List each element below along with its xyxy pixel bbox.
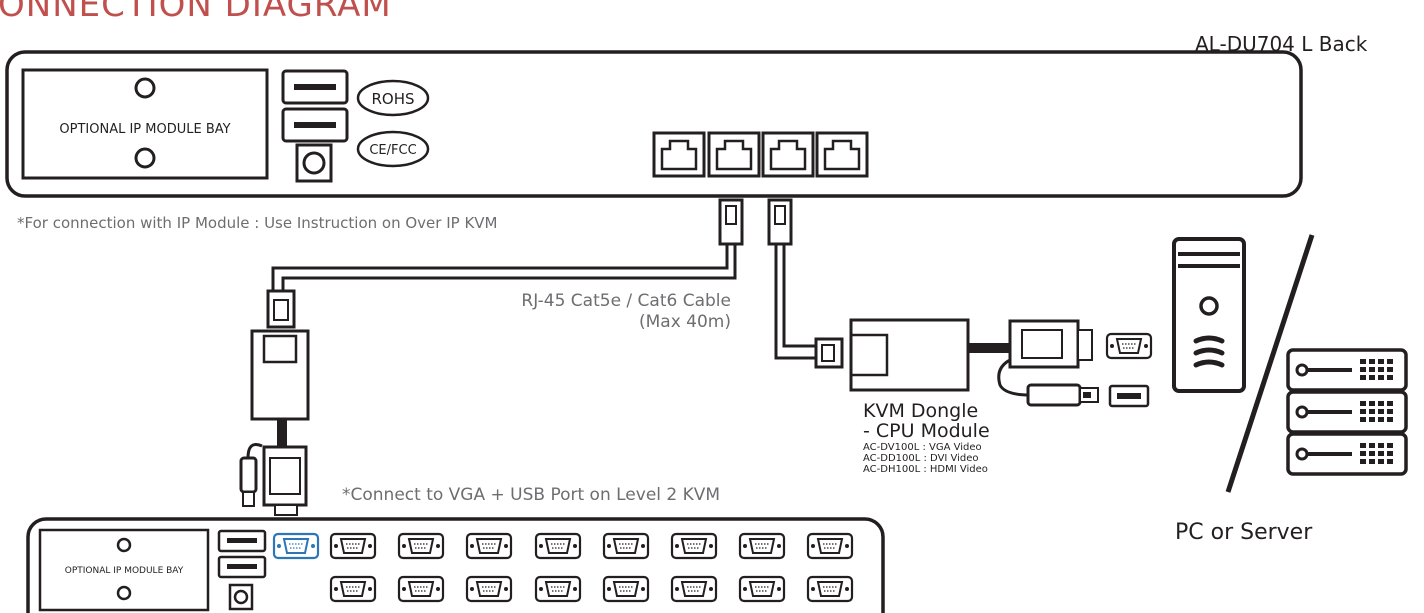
cat-cable-right xyxy=(774,244,816,360)
vga-port xyxy=(806,532,854,560)
vga-port xyxy=(806,575,854,603)
target-vga-port xyxy=(1105,332,1153,360)
vga-port xyxy=(602,575,650,603)
pc-server-label: PC or Server xyxy=(1175,520,1313,545)
bottom-usb-ports xyxy=(217,529,267,579)
rj45-port-3 xyxy=(761,131,815,178)
vga-port xyxy=(397,532,445,560)
vga-port xyxy=(738,575,786,603)
server-unit-1 xyxy=(1286,348,1408,392)
dongle-label-line1: KVM Dongle xyxy=(863,400,978,422)
vga-port-highlighted xyxy=(272,532,320,560)
bottom-kvm-unit: OPTIONAL IP MODULE BAY xyxy=(26,517,885,613)
rj45-plug-right xyxy=(767,198,793,246)
bottom-module-bay: OPTIONAL IP MODULE BAY xyxy=(38,528,210,612)
target-usb-port xyxy=(1108,384,1150,408)
vga-port xyxy=(670,575,718,603)
connect-note: *Connect to VGA + USB Port on Level 2 KV… xyxy=(342,485,720,505)
vga-port xyxy=(465,532,513,560)
rj45-port-1 xyxy=(652,131,706,178)
rj45-port-4 xyxy=(815,131,869,178)
kvm-dongle xyxy=(814,318,1153,408)
top-usb-ports xyxy=(281,69,349,143)
cable-label-line1: RJ-45 Cat5e / Cat6 Cable xyxy=(521,291,731,311)
vga-port xyxy=(329,532,377,560)
rj45-plug-left xyxy=(718,198,744,246)
diagram-title: ONNECTION DIAGRAM xyxy=(0,0,392,25)
bottom-module-bay-label: OPTIONAL IP MODULE BAY xyxy=(65,566,184,576)
server-rack-icon xyxy=(1286,348,1408,476)
vga-port-row-top xyxy=(272,532,854,560)
dongle-variant-hdmi: AC-DH100L : HDMI Video xyxy=(863,464,988,475)
cat-cable-left xyxy=(271,244,737,292)
top-kvm-unit: OPTIONAL IP MODULE BAY ROHS CE/FCC xyxy=(5,50,1303,198)
pc-tower-icon xyxy=(1172,237,1246,393)
bottom-power-port xyxy=(228,583,254,611)
cefcc-badge: CE/FCC xyxy=(356,130,430,168)
server-unit-2 xyxy=(1286,390,1408,434)
top-module-bay: OPTIONAL IP MODULE BAY xyxy=(21,68,269,180)
dongle-variant-dvi: AC-DD100L : DVI Video xyxy=(863,453,979,464)
vga-port xyxy=(534,575,582,603)
top-power-port xyxy=(295,143,333,183)
vga-port xyxy=(738,532,786,560)
ip-module-note: *For connection with IP Module : Use Ins… xyxy=(17,214,498,232)
vga-port xyxy=(670,532,718,560)
level2-adapter xyxy=(239,289,310,516)
vga-port xyxy=(465,575,513,603)
vga-port xyxy=(534,532,582,560)
top-module-bay-label: OPTIONAL IP MODULE BAY xyxy=(59,122,230,137)
vga-port xyxy=(602,532,650,560)
vga-port xyxy=(329,575,377,603)
vga-port xyxy=(397,575,445,603)
dongle-label-line2: - CPU Module xyxy=(863,420,990,442)
rj45-port-group xyxy=(652,131,869,178)
dongle-variant-vga: AC-DV100L : VGA Video xyxy=(863,442,982,453)
rohs-badge: ROHS xyxy=(356,79,430,117)
rohs-badge-label: ROHS xyxy=(371,90,414,108)
rj45-port-2 xyxy=(707,131,761,178)
cefcc-badge-label: CE/FCC xyxy=(369,143,416,158)
cable-label-line2: (Max 40m) xyxy=(639,312,731,332)
or-divider-slash xyxy=(1225,234,1315,493)
server-unit-3 xyxy=(1286,432,1408,476)
